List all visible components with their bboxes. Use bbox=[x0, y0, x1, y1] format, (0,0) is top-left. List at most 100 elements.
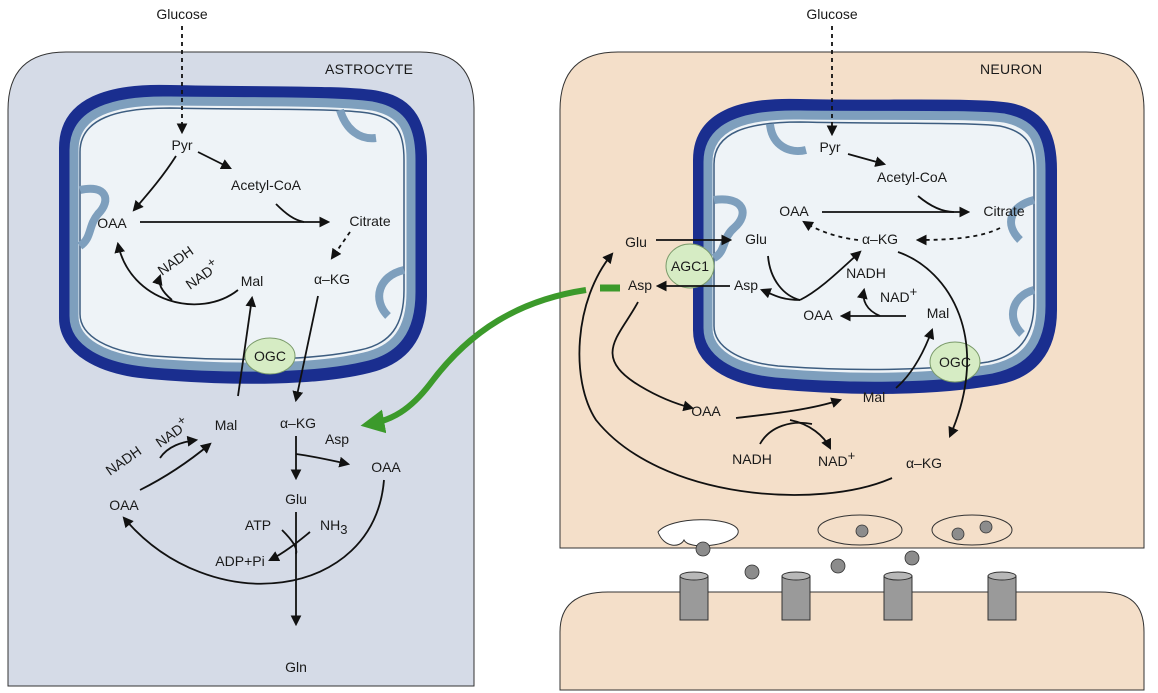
aspartate-transfer-arrow bbox=[360, 284, 620, 434]
glutamate-particle bbox=[744, 564, 760, 580]
neuron-mal-cyto: Mal bbox=[863, 389, 886, 405]
vesicle bbox=[931, 514, 1013, 546]
arrow bbox=[197, 151, 232, 169]
astro-oaa-cyto-left: OAA bbox=[109, 497, 139, 513]
receptor-top bbox=[679, 571, 709, 581]
receptor bbox=[987, 575, 1017, 621]
receptor-top bbox=[781, 571, 811, 581]
neuron-oaa-mito-top: OAA bbox=[779, 203, 809, 219]
crista bbox=[375, 266, 406, 319]
astro-pyr: Pyr bbox=[172, 137, 193, 153]
astrocyte-cell: ASTROCYTE OGC Glucose Pyr Acetyl-CoA OAA… bbox=[7, 6, 475, 687]
glutamate-particle bbox=[695, 541, 711, 557]
arrow bbox=[578, 252, 893, 496]
arrow bbox=[767, 255, 801, 301]
crista bbox=[766, 123, 807, 155]
neuron-nad-mito: NAD+ bbox=[880, 284, 917, 305]
mito-inner-membrane bbox=[69, 96, 416, 372]
astro-oaa-mito: OAA bbox=[97, 215, 127, 231]
astro-nh3: NH3 bbox=[320, 517, 347, 537]
arrow bbox=[799, 250, 862, 301]
astro-akg-mito: α–KG bbox=[314, 271, 350, 287]
astro-glucose: Glucose bbox=[156, 6, 208, 22]
astro-atp: ATP bbox=[245, 517, 271, 533]
neuron-title: NEURON bbox=[980, 61, 1042, 77]
glutamate-particle bbox=[951, 527, 965, 541]
mito-inner-membrane bbox=[703, 110, 1046, 382]
arrow bbox=[895, 327, 935, 389]
vesicle-fusing bbox=[657, 519, 739, 547]
neuron-akg-mito: α–KG bbox=[862, 231, 898, 247]
arrow bbox=[295, 453, 351, 468]
arrow bbox=[897, 251, 968, 438]
neuron-glucose: Glucose bbox=[806, 6, 858, 22]
astro-akg-cyto: α–KG bbox=[280, 415, 316, 431]
receptor bbox=[679, 575, 709, 621]
neuron-nad-cyto: NAD+ bbox=[818, 448, 855, 469]
crista bbox=[1007, 196, 1036, 243]
neuron-glu-cyto: Glu bbox=[625, 234, 647, 250]
mito-inner-membrane-edge bbox=[713, 121, 1035, 371]
astro-adp: ADP+Pi bbox=[215, 553, 264, 569]
arrow bbox=[122, 479, 385, 585]
neuron-oaa-cyto: OAA bbox=[691, 403, 721, 419]
neuron-asp-mito: Asp bbox=[734, 277, 758, 293]
crista bbox=[1009, 286, 1036, 337]
crista bbox=[711, 195, 747, 262]
astro-oaa-cyto-right: OAA bbox=[371, 459, 401, 475]
arrow bbox=[292, 295, 319, 403]
arrow bbox=[759, 422, 813, 445]
crista bbox=[336, 108, 377, 143]
astro-citrate: Citrate bbox=[349, 213, 390, 229]
neuron-glu-mito: Glu bbox=[745, 231, 767, 247]
glutamate-particle bbox=[904, 550, 920, 566]
astro-gln: Gln bbox=[285, 659, 307, 675]
neuron-pyr: Pyr bbox=[820, 139, 841, 155]
green-arrow-curve bbox=[360, 287, 587, 434]
astro-glu: Glu bbox=[285, 491, 307, 507]
neuron-mitochondrion bbox=[693, 98, 1057, 394]
arrow bbox=[915, 227, 1001, 246]
arrow bbox=[114, 241, 239, 306]
arrow bbox=[159, 435, 199, 459]
astro-mal-mito: Mal bbox=[241, 273, 264, 289]
arrow bbox=[330, 231, 351, 260]
receptor-top bbox=[987, 571, 1017, 581]
astrocyte-title: ASTROCYTE bbox=[325, 61, 413, 77]
neuron-agc1-label: AGC1 bbox=[671, 258, 709, 274]
postsynaptic-membrane bbox=[559, 591, 1145, 691]
receptor bbox=[883, 575, 913, 621]
arrow bbox=[789, 419, 831, 450]
neuron-mal-mito: Mal bbox=[927, 305, 950, 321]
astrocyte-ogc-transporter bbox=[244, 337, 296, 375]
astro-acetyl-coa: Acetyl-CoA bbox=[231, 177, 302, 193]
receptor bbox=[781, 575, 811, 621]
arrow bbox=[917, 195, 955, 213]
neuron-ogc-label: OGC bbox=[939, 354, 971, 370]
astrocyte-ogc-label: OGC bbox=[254, 348, 286, 364]
neuron-acetyl-coa: Acetyl-CoA bbox=[877, 169, 948, 185]
arrow bbox=[132, 155, 177, 212]
neuron-agc1-transporter bbox=[665, 243, 715, 289]
glutamate-particle bbox=[979, 520, 993, 534]
arrow bbox=[237, 295, 257, 397]
arrow bbox=[611, 301, 695, 412]
arrow bbox=[847, 153, 887, 167]
mito-inner-membrane-edge bbox=[79, 107, 405, 361]
glutamate-particle bbox=[830, 558, 846, 574]
glutamate-particle bbox=[855, 524, 869, 538]
astro-mal-cyto: Mal bbox=[215, 417, 238, 433]
crista bbox=[77, 184, 110, 250]
astrocyte-mitochondrion bbox=[59, 84, 427, 384]
receptors bbox=[679, 571, 1017, 621]
neuron-asp-cyto: Asp bbox=[628, 277, 652, 293]
arrow bbox=[152, 273, 173, 301]
neuron-oaa-mito-bottom: OAA bbox=[803, 307, 833, 323]
arrow bbox=[268, 531, 311, 561]
neuron-nadh-mito: NADH bbox=[846, 265, 886, 281]
receptor-top bbox=[883, 571, 913, 581]
neuron-nadh-cyto: NADH bbox=[732, 451, 772, 467]
arrow bbox=[281, 529, 298, 555]
arrow bbox=[759, 288, 801, 301]
